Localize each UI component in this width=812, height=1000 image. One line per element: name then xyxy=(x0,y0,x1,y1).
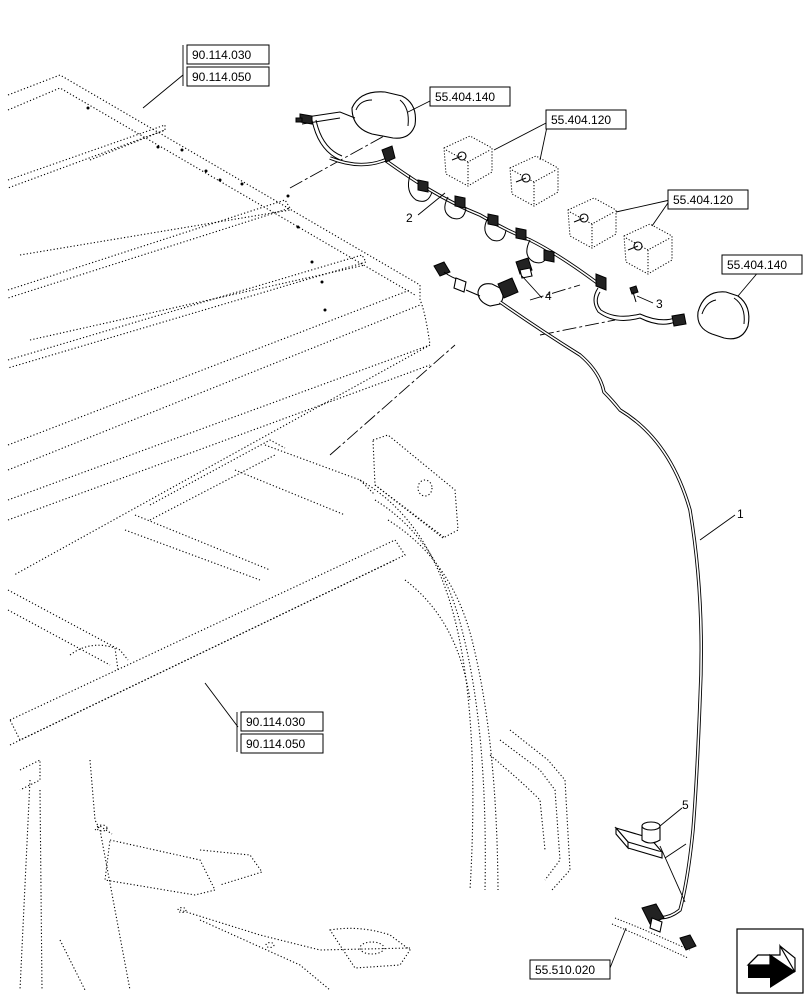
roof-harness xyxy=(329,145,687,327)
cab-frame xyxy=(7,434,571,991)
reference-lamp-work-lower: 55.404.120 xyxy=(667,189,749,210)
connector-clip xyxy=(433,257,533,307)
leader-lines xyxy=(142,74,761,969)
next-page-arrow-icon[interactable] xyxy=(736,928,804,994)
reference-lamp-rear-top: 55.404.140 xyxy=(429,86,511,107)
switch xyxy=(614,821,664,859)
reference-connector-bottom: 55.510.020 xyxy=(529,959,611,980)
screw xyxy=(629,285,639,303)
ref-lamp-rear-right: 55.404.140 xyxy=(727,258,787,272)
rear-lamp-right xyxy=(697,291,750,340)
reference-frame-bottom: 90.114.030 90.114.050 xyxy=(236,711,324,754)
ref-lamp-rear-top: 55.404.140 xyxy=(435,90,495,104)
ref-lamp-work-lower: 55.404.120 xyxy=(673,193,733,207)
callout-connector-clip: 4 xyxy=(545,289,552,303)
ref-frame-top-a: 90.114.030 xyxy=(192,48,251,62)
rear-lamp-top xyxy=(295,91,417,161)
ref-frame-bottom-a: 90.114.030 xyxy=(246,715,305,729)
reference-lamp-work-upper: 55.404.120 xyxy=(545,109,627,130)
ref-frame-top-b: 90.114.050 xyxy=(192,70,251,84)
callout-roof-harness: 2 xyxy=(406,211,413,225)
callout-harness-cable: 1 xyxy=(737,507,744,521)
cab-roof xyxy=(7,74,431,576)
reference-lamp-rear-right: 55.404.140 xyxy=(721,254,803,275)
work-lamps xyxy=(443,135,673,275)
assembly-lines xyxy=(289,129,616,456)
ref-lamp-work-upper: 55.404.120 xyxy=(551,113,611,127)
ref-connector-bottom: 55.510.020 xyxy=(535,963,595,977)
ref-frame-bottom-b: 90.114.050 xyxy=(246,737,305,751)
callout-screw: 3 xyxy=(656,297,663,311)
harness-cable xyxy=(499,300,703,959)
callout-switch: 5 xyxy=(682,798,689,812)
reference-frame-top: 90.114.030 90.114.050 xyxy=(182,44,270,87)
